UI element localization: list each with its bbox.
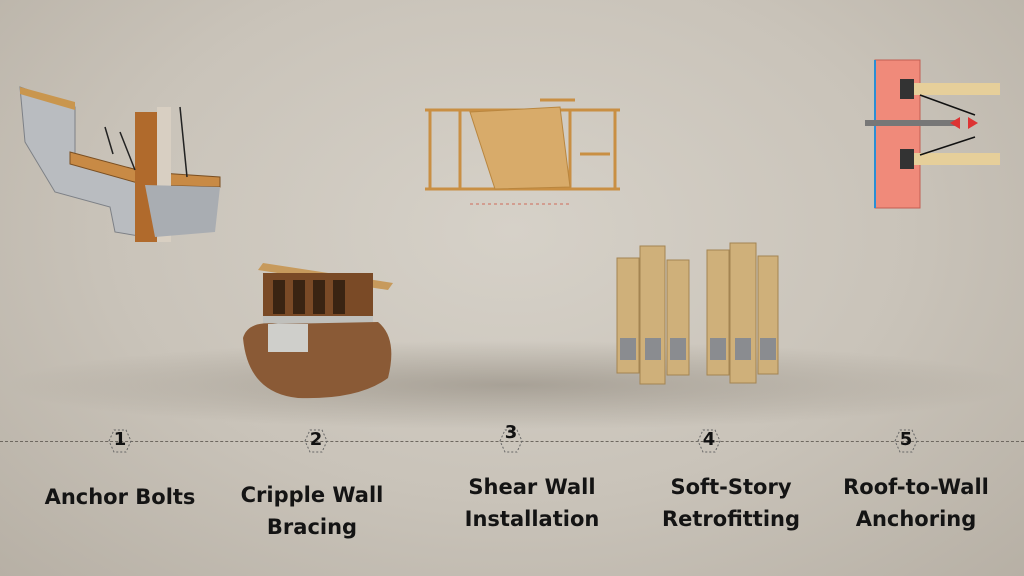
shear-wall-illustration [425,98,620,205]
step-marker-3: 3 [493,422,529,454]
step-number: 1 [113,429,127,450]
soft-story-illustration [616,242,779,385]
roof-to-wall-illustration [865,59,1000,209]
step-title-cripple-wall: Cripple Wall Bracing [240,483,384,539]
step-marker-5: 5 [888,428,924,454]
step-number: 3 [504,422,518,443]
step-number: 5 [899,429,913,450]
step-title-roof-to-wall: Roof-to-Wall Anchoring [843,475,989,531]
step-number: 4 [702,429,716,450]
cripple-wall-illustration [243,263,393,399]
step-marker-4: 4 [691,428,727,454]
anchor-bolts-illustration [19,86,221,242]
timeline-line [0,441,1024,442]
step-marker-2: 2 [298,428,334,454]
step-number: 2 [309,429,323,450]
step-title-anchor-bolts: Anchor Bolts [44,485,196,509]
step-title-shear-wall: Shear Wall Installation [464,475,600,531]
ground-haze [0,340,1024,430]
step-marker-1: 1 [102,428,138,454]
step-title-soft-story: Soft-Story Retrofitting [661,475,801,531]
